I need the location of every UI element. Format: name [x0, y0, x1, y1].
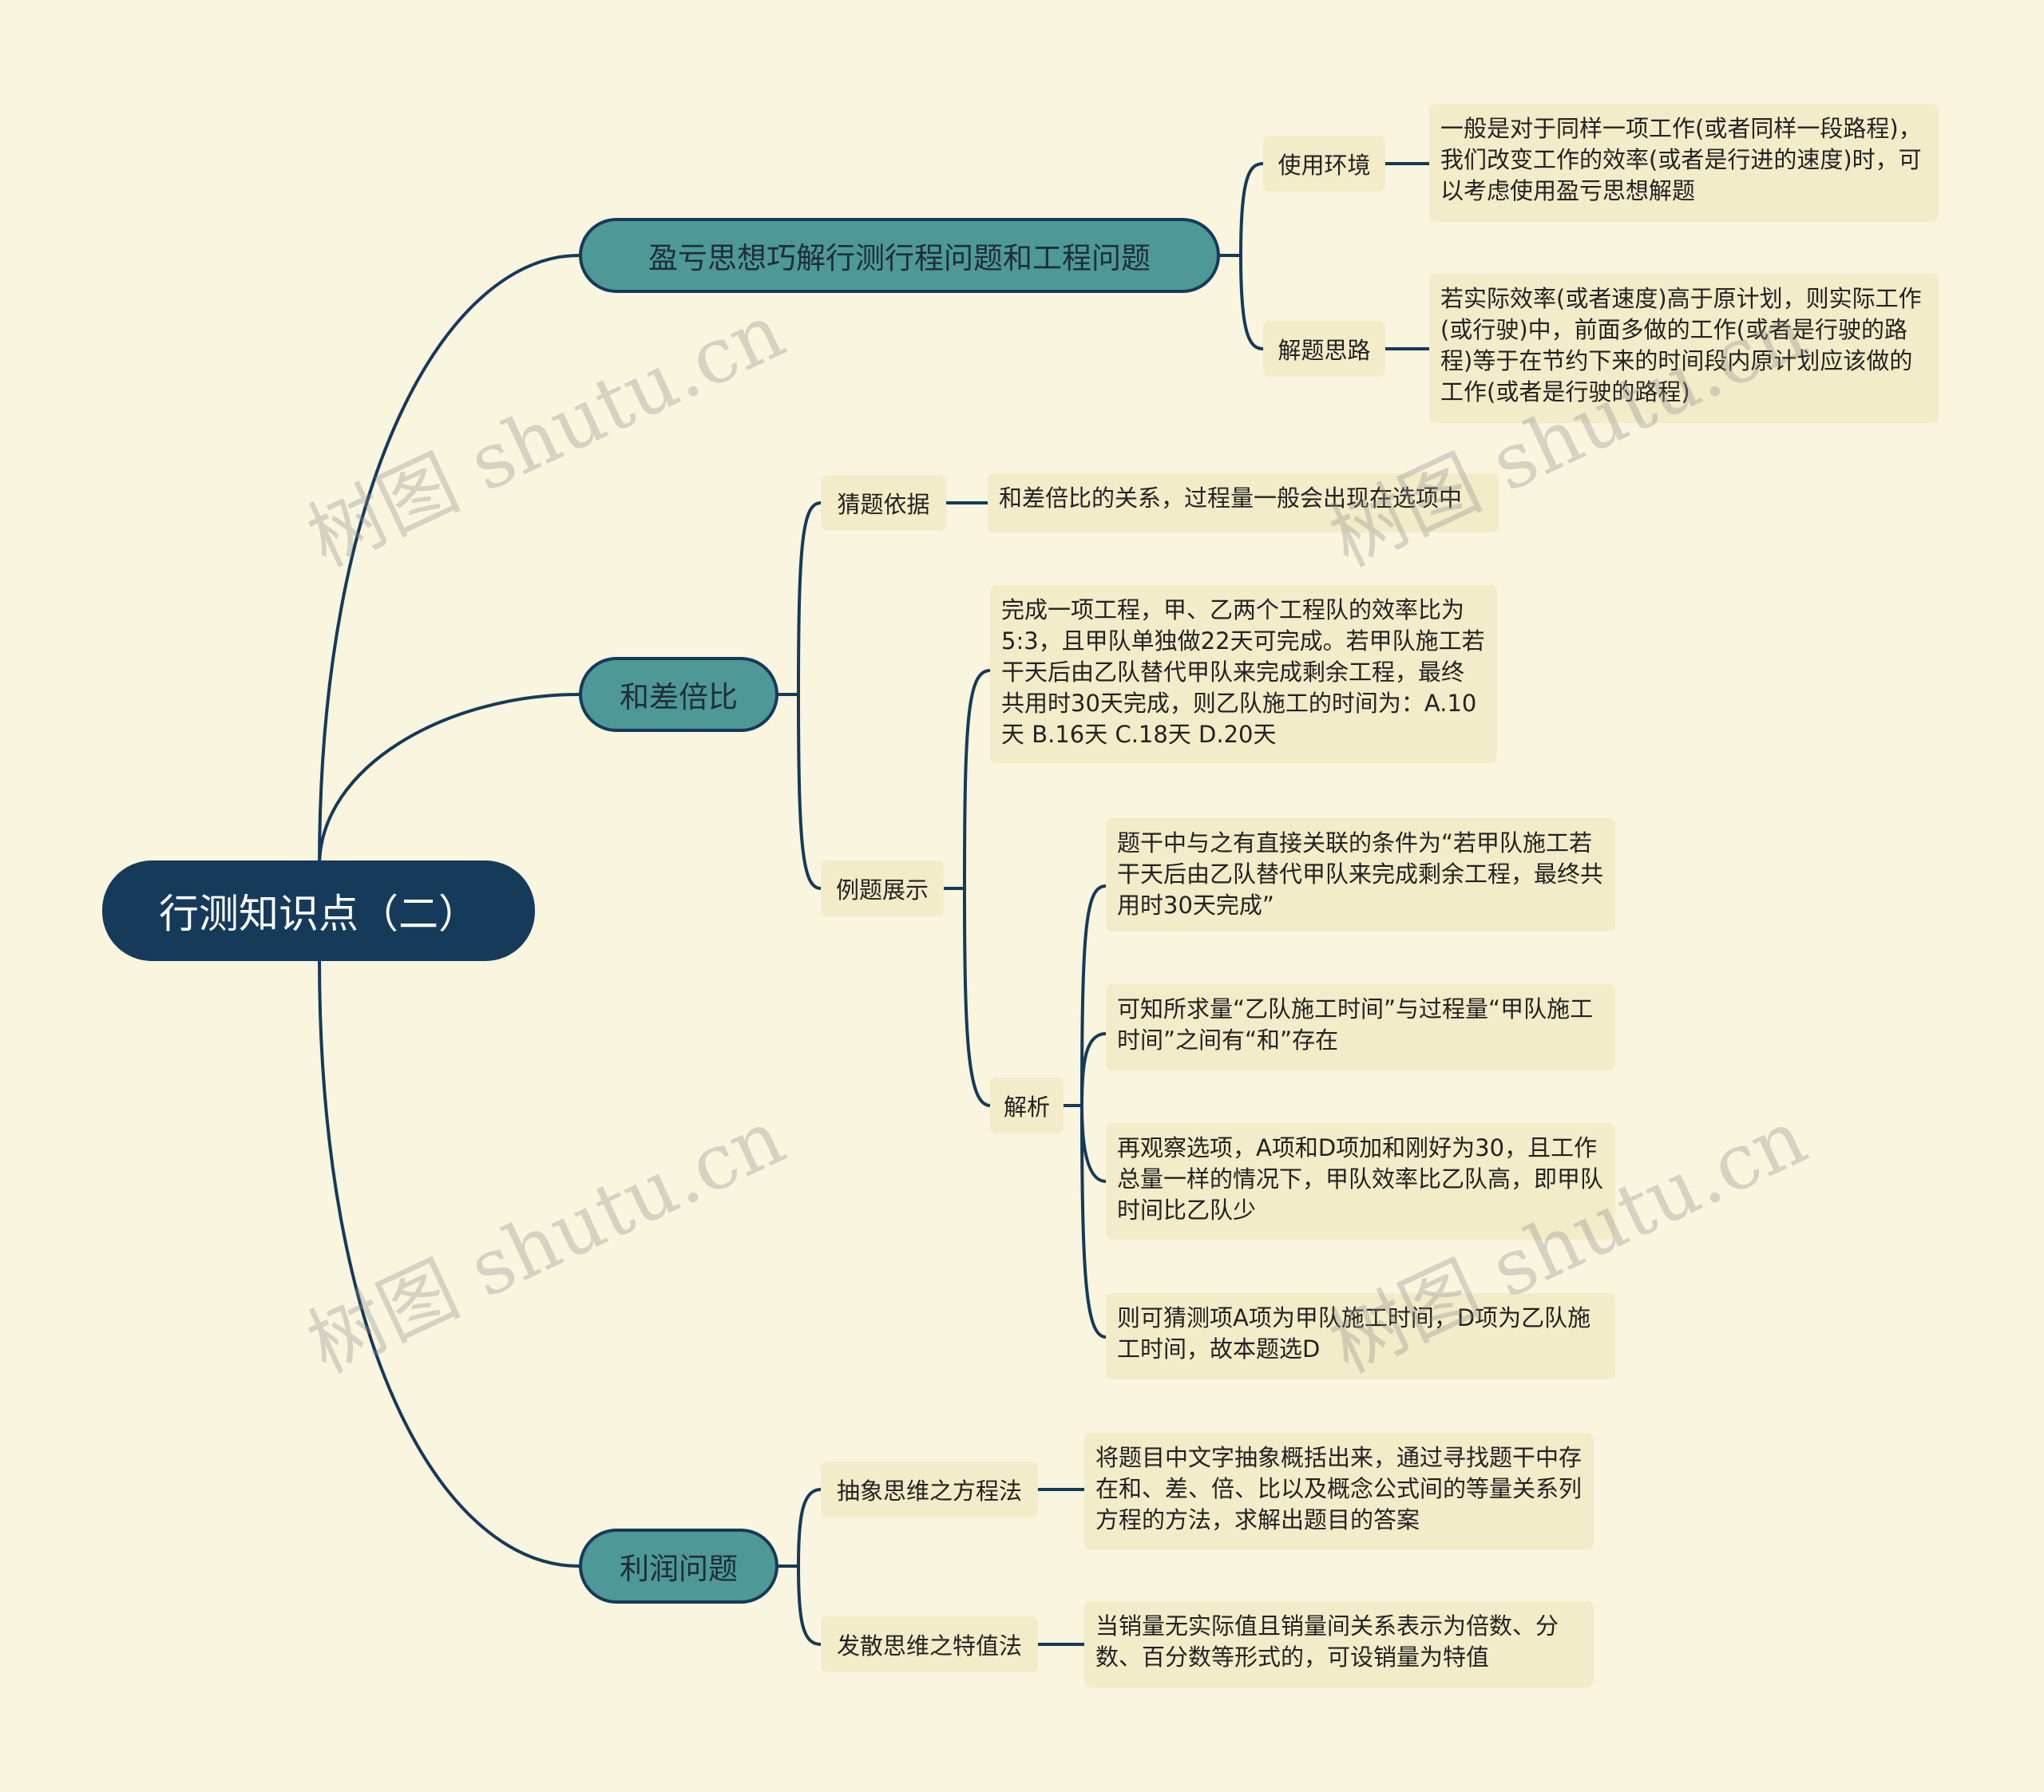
main-topic-profit-loss-method[interactable]: 盈亏思想巧解行测行程问题和工程问题: [579, 218, 1220, 293]
subtopic-usage-context[interactable]: 使用环境: [1263, 136, 1385, 192]
analysis-item: 可知所求量“乙队施工时间”与过程量“甲队施工时间”之间有“和”存在: [1106, 984, 1615, 1070]
subtopic-special-value-method[interactable]: 发散思维之特值法: [821, 1616, 1038, 1672]
root-node[interactable]: 行测知识点（二）: [102, 860, 535, 961]
example-question: 完成一项工程，甲、乙两个工程队的效率比为5:3，且甲队单独做22天可完成。若甲队…: [990, 585, 1497, 763]
main-topic-sum-difference-ratio[interactable]: 和差倍比: [579, 657, 778, 732]
leaf-solving-approach: 若实际效率(或者速度)高于原计划，则实际工作(或行驶)中，前面多做的工作(或者是…: [1429, 274, 1939, 423]
leaf-equation-method: 将题目中文字抽象概括出来，通过寻找题干中存在和、差、倍、比以及概念公式间的等量关…: [1084, 1433, 1594, 1549]
leaf-special-value-method: 当销量无实际值且销量间关系表示为倍数、分数、百分数等形式的，可设销量为特值: [1084, 1601, 1594, 1687]
subtopic-analysis[interactable]: 解析: [990, 1078, 1064, 1133]
leaf-usage-context: 一般是对于同样一项工作(或者同样一段路程)，我们改变工作的效率(或者是行进的速度…: [1429, 104, 1939, 222]
subtopic-example[interactable]: 例题展示: [821, 860, 944, 916]
main-topic-profit-problem[interactable]: 利润问题: [579, 1529, 778, 1604]
subtopic-guess-basis[interactable]: 猜题依据: [821, 475, 946, 531]
analysis-item: 题干中与之有直接关联的条件为“若甲队施工若干天后由乙队替代甲队来完成剩余工程，最…: [1106, 818, 1615, 932]
leaf-guess-basis: 和差倍比的关系，过程量一般会出现在选项中: [988, 473, 1499, 532]
subtopic-equation-method[interactable]: 抽象思维之方程法: [821, 1462, 1038, 1517]
subtopic-solving-approach[interactable]: 解题思路: [1263, 321, 1385, 377]
analysis-item: 再观察选项，A项和D项加和刚好为30，且工作总量一样的情况下，甲队效率比乙队高，…: [1106, 1123, 1615, 1240]
analysis-item: 则可猜测项A项为甲队施工时间，D项为乙队施工时间，故本题选D: [1106, 1293, 1615, 1379]
